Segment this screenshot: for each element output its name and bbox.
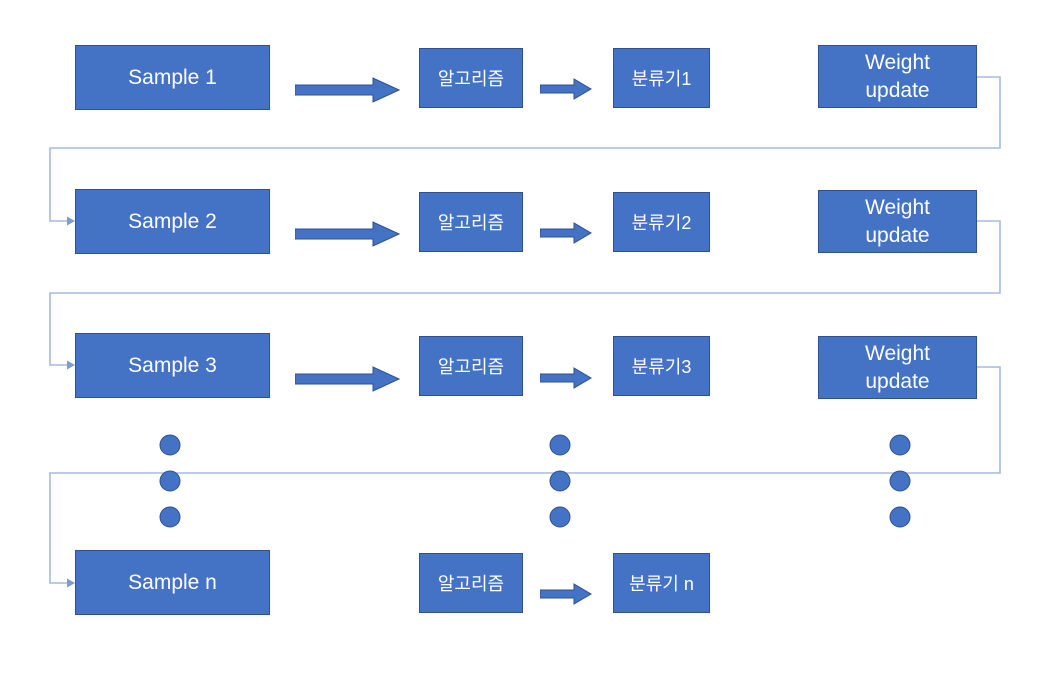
algorithm-column-ellipsis-dot [549,506,571,528]
algorithm-1-box: 알고리즘 [419,48,523,108]
feedback-connector-2-arrowhead-icon [67,360,75,370]
flow-arrow-algorithm3-to-classifier3-icon [540,367,592,389]
classifier-2-box: 분류기2 [613,192,710,252]
sample-1-box: Sample 1 [75,45,270,110]
flow-arrow-sample2-to-algorithm-icon [295,221,400,247]
sample-column-ellipsis-dot [159,470,181,492]
feedback-connector-1 [49,76,1001,222]
weight-update-3-box: Weight update [818,336,977,399]
flow-arrow-algorithmn-to-classifiern-icon [540,583,592,605]
algorithm-n-box: 알고리즘 [419,553,523,613]
algorithm-3-box: 알고리즘 [419,336,523,396]
algorithm-column-ellipsis-dot [549,470,571,492]
classifier-n-box: 분류기 n [613,553,710,613]
sample-3-box: Sample 3 [75,333,270,398]
weight-update-column-ellipsis-dot [889,506,911,528]
classifier-3-box: 분류기3 [613,336,710,396]
algorithm-column-ellipsis-dot [549,434,571,456]
flow-arrow-sample1-to-algorithm-icon [295,77,400,103]
algorithm-2-box: 알고리즘 [419,192,523,252]
feedback-connector-3 [49,366,1001,584]
weight-update-1-box: Weight update [818,45,977,108]
sample-column-ellipsis-dot [159,434,181,456]
flow-arrow-algorithm2-to-classifier2-icon [540,222,592,244]
weight-update-column-ellipsis-dot [889,434,911,456]
feedback-connector-2 [49,220,1001,366]
classifier-1-box: 분류기1 [613,48,710,108]
weight-update-column-ellipsis-dot [889,470,911,492]
sample-n-box: Sample n [75,550,270,615]
sample-column-ellipsis-dot [159,506,181,528]
flow-arrow-sample3-to-algorithm-icon [295,366,400,392]
weight-update-2-box: Weight update [818,190,977,253]
feedback-connector-1-arrowhead-icon [67,216,75,226]
flow-arrow-algorithm1-to-classifier1-icon [540,78,592,100]
sample-2-box: Sample 2 [75,189,270,254]
feedback-connector-3-arrowhead-icon [67,578,75,588]
